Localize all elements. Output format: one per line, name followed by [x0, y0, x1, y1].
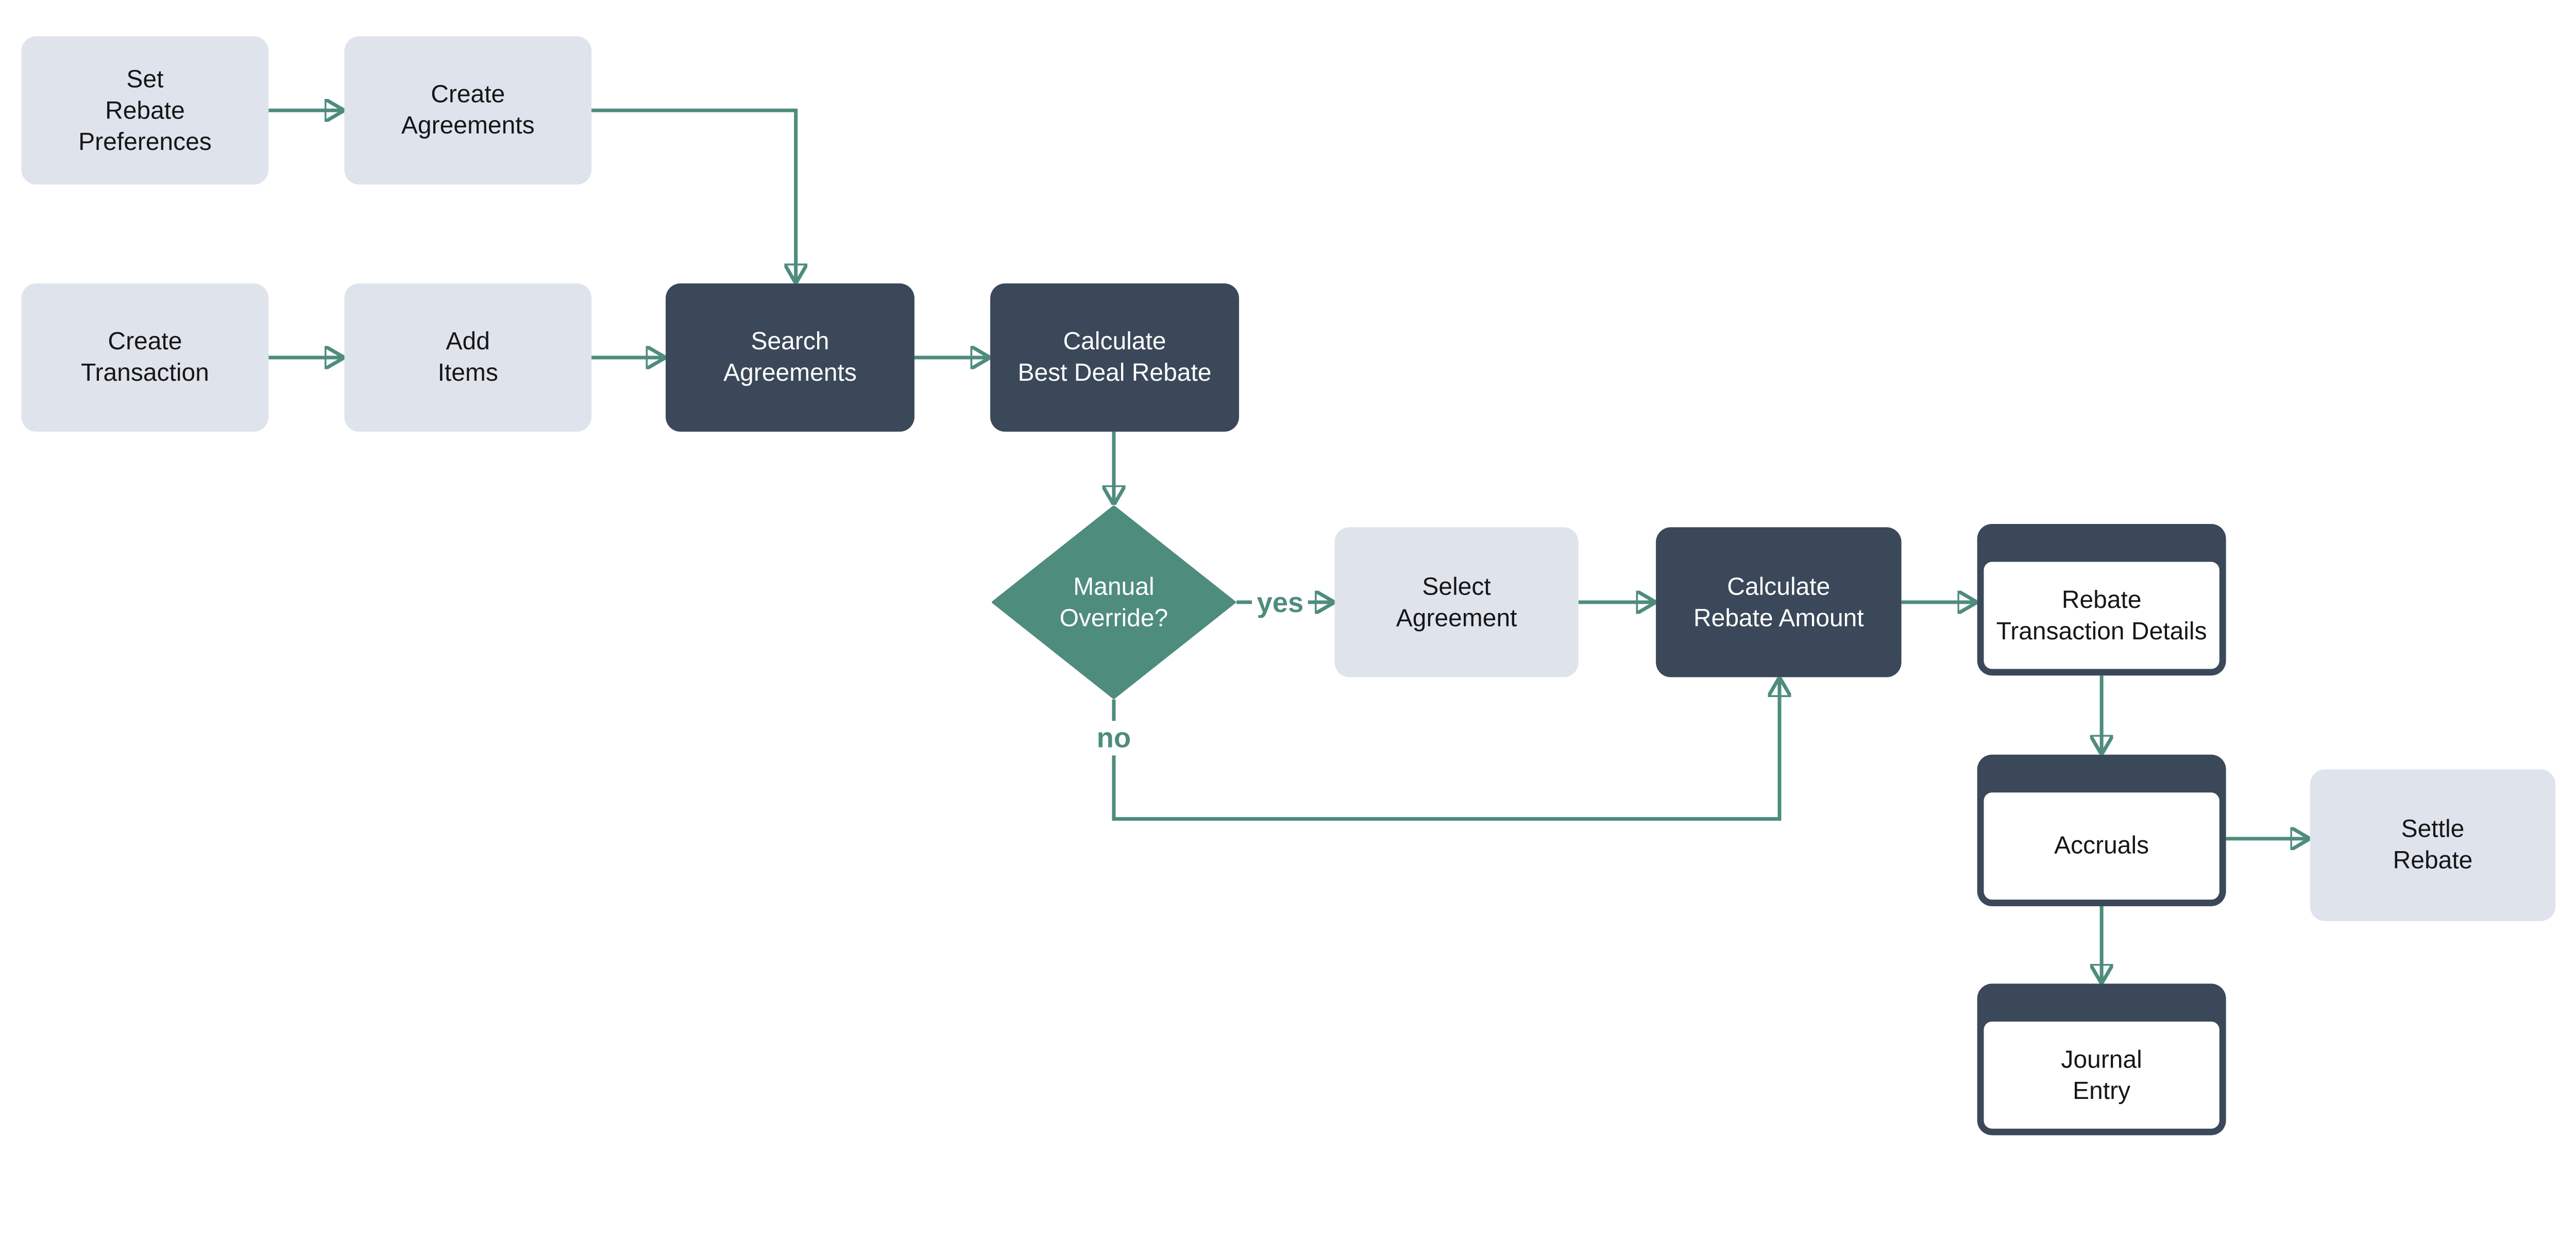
node-label: Create Agreements [401, 80, 535, 140]
node-label: Accruals [2054, 832, 2149, 860]
node-select-agreement: Select Agreement [1334, 527, 1579, 677]
node-create-agreements: Create Agreements [344, 36, 592, 185]
node-label: Calculate Rebate Amount [1693, 572, 1864, 632]
node-rebate-transaction-details: Rebate Transaction Details [1977, 523, 2226, 676]
node-label: Journal Entry [2061, 1045, 2142, 1105]
node-create-transaction: Create Transaction [21, 283, 269, 432]
node-label: Calculate Best Deal Rebate [1018, 328, 1212, 387]
arrow-create-agreements-to-search-agreements [589, 108, 796, 284]
window-body: Journal Entry [1984, 1021, 2219, 1129]
window-body: Accruals [1984, 792, 2219, 900]
window-body: Rebate Transaction Details [1984, 562, 2219, 669]
node-add-items: Add Items [344, 283, 592, 432]
node-set-rebate-preferences: Set Rebate Preferences [21, 36, 269, 185]
edge-label-yes: yes [1251, 585, 1309, 620]
node-label: Settle Rebate [2393, 816, 2473, 875]
node-label: Create Transaction [81, 328, 209, 387]
node-calculate-rebate-amount: Calculate Rebate Amount [1656, 527, 1902, 677]
node-label: Select Agreement [1396, 572, 1517, 632]
node-label: Set Rebate Preferences [78, 65, 212, 156]
decision-manual-override: Manual Override? [991, 505, 1237, 700]
node-label: Add Items [437, 328, 498, 387]
node-label: Rebate Transaction Details [1996, 585, 2207, 646]
arrow-manual-override-no-to-calculate-rebate-amount [1112, 677, 1780, 821]
node-calculate-best-deal-rebate: Calculate Best Deal Rebate [990, 283, 1239, 432]
node-label: Search Agreements [723, 328, 857, 387]
node-label: Manual Override? [1059, 572, 1168, 632]
edge-label-no: no [1092, 721, 1136, 756]
node-journal-entry: Journal Entry [1977, 984, 2226, 1136]
node-settle-rebate: Settle Rebate [2310, 769, 2556, 921]
node-accruals: Accruals [1977, 754, 2226, 906]
node-search-agreements: Search Agreements [666, 283, 914, 432]
